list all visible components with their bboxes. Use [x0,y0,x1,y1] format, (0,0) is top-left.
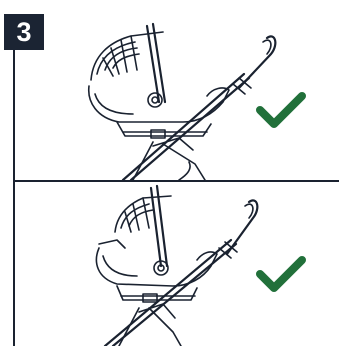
correct-check-icon-1 [254,88,308,132]
illustration-panel-1 [13,14,339,180]
illustration-panel-2 [13,182,339,346]
correct-check-icon-2 [254,252,308,296]
